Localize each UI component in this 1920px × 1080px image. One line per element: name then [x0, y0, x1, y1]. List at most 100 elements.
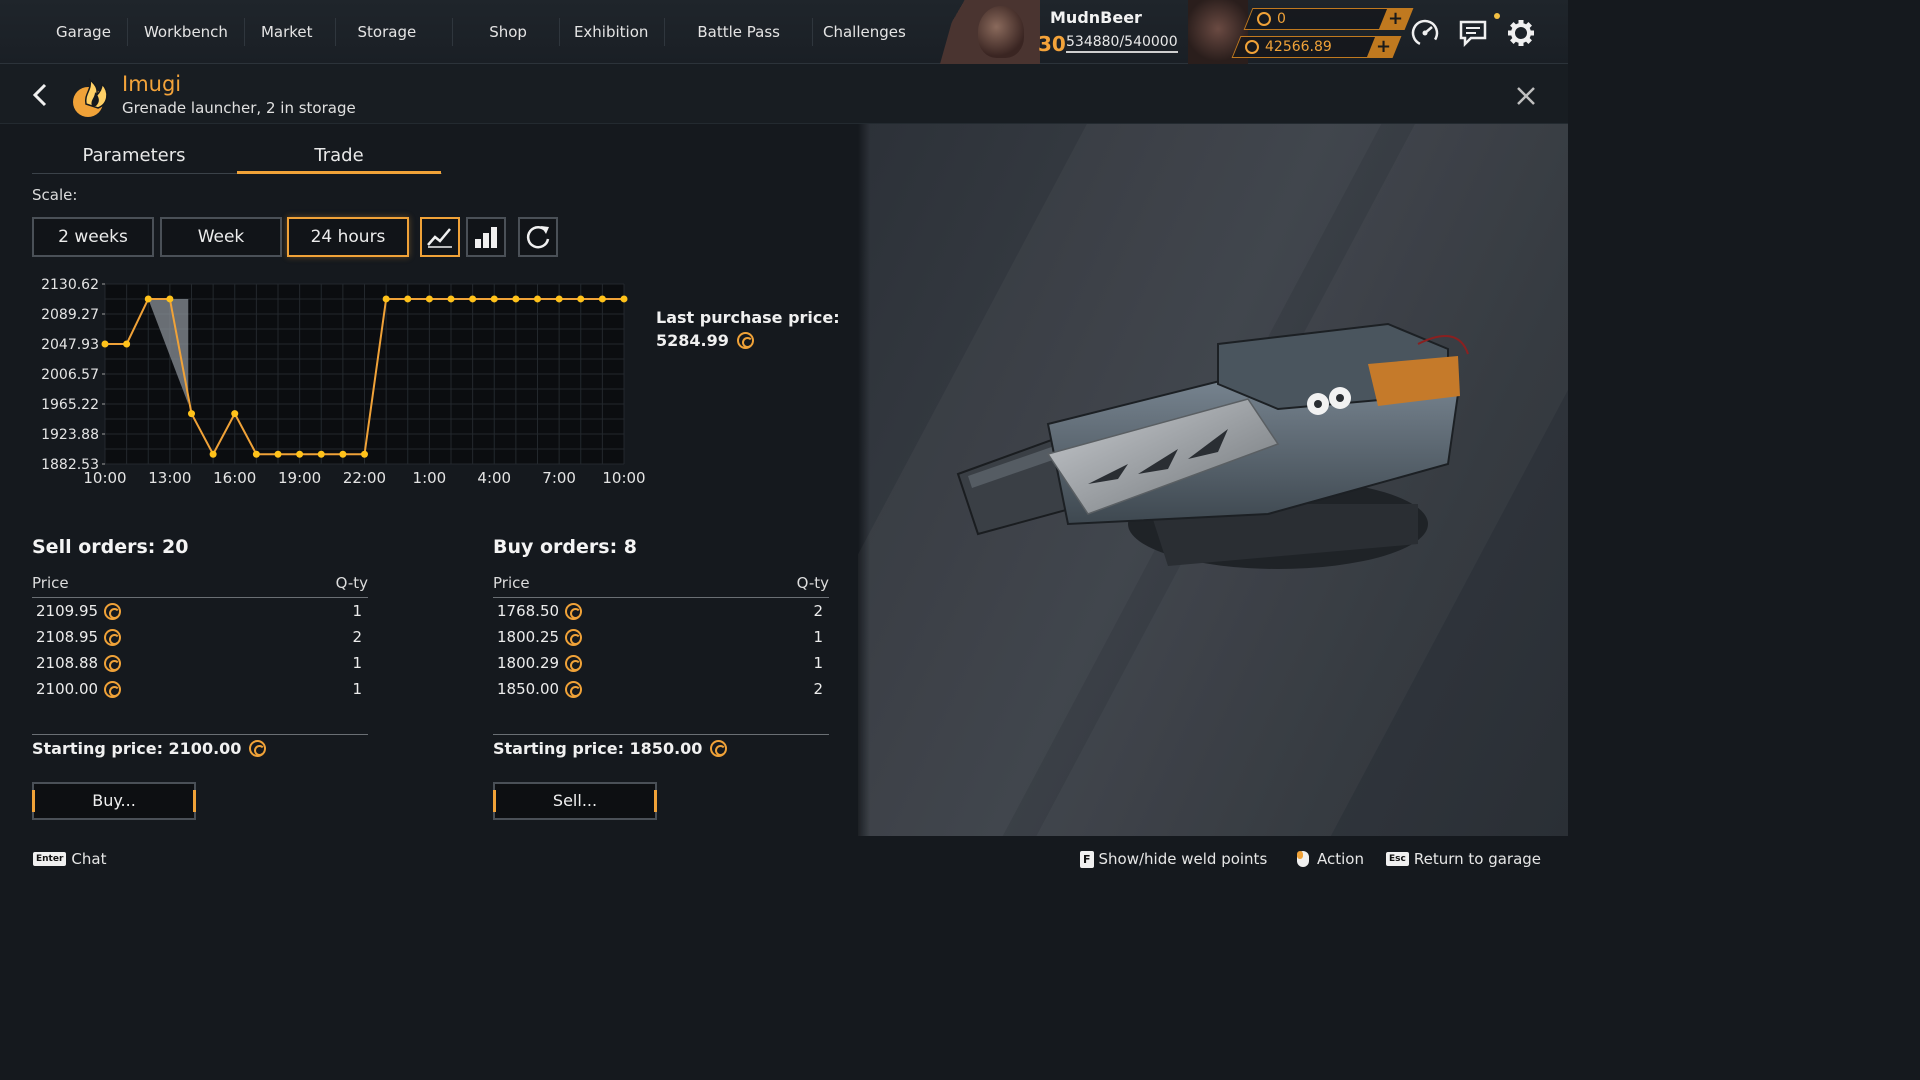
tab-parameters[interactable]: Parameters — [82, 145, 186, 166]
coin-icon — [1245, 40, 1259, 54]
order-price: 1800.29 — [497, 654, 583, 672]
notification-dot — [1494, 13, 1500, 19]
order-price: 2108.95 — [36, 628, 122, 646]
speedometer-icon[interactable] — [1410, 18, 1440, 48]
buy-starting-price: Starting price: 1850.00 — [493, 734, 829, 758]
currency-badges-value: 0 — [1277, 11, 1286, 27]
y-tick-label: 1923.88 — [41, 427, 99, 443]
price-point — [577, 295, 585, 303]
scale-week-button[interactable]: Week — [160, 217, 282, 257]
grenade-launcher-model — [956, 322, 1469, 569]
sell-button[interactable]: Sell... — [493, 782, 657, 820]
coin-icon — [104, 680, 122, 698]
scale-2-weeks-button[interactable]: 2 weeks — [32, 217, 154, 257]
nav-storage[interactable]: Storage — [336, 18, 454, 46]
nav-garage[interactable]: Garage — [40, 18, 128, 46]
qty-header: Q-ty — [335, 574, 368, 592]
price-point — [382, 295, 390, 303]
buy-button[interactable]: Buy... — [32, 782, 196, 820]
badge-coin-icon — [1257, 12, 1271, 26]
order-price: 1850.00 — [497, 680, 583, 698]
back-arrow-icon[interactable] — [28, 80, 54, 110]
refresh-icon — [526, 226, 550, 249]
scale-24-hours-button[interactable]: 24 hours — [287, 217, 409, 257]
buy-order-row[interactable]: 1768.50 2 — [493, 598, 829, 624]
price-point — [101, 340, 109, 348]
chat-bubble-icon[interactable] — [1458, 18, 1488, 48]
return-hint[interactable]: Esc Return to garage — [1386, 850, 1541, 868]
order-price: 1768.50 — [497, 602, 583, 620]
order-qty: 1 — [352, 680, 362, 698]
nav-exhibition[interactable]: Exhibition — [560, 18, 666, 46]
line-chart-button[interactable] — [420, 217, 460, 257]
order-price-value: 2109.95 — [36, 602, 99, 620]
price-point — [296, 450, 304, 458]
order-qty: 2 — [813, 680, 823, 698]
footer-hints: Enter Chat F Show/hide weld points Actio… — [0, 836, 1568, 882]
price-point — [144, 295, 152, 303]
tab-trade[interactable]: Trade — [237, 142, 441, 174]
order-qty: 2 — [813, 602, 823, 620]
order-price-value: 2108.95 — [36, 628, 99, 646]
x-tick-label: 1:00 — [413, 469, 447, 487]
close-icon[interactable] — [1512, 82, 1540, 110]
esc-key-icon: Esc — [1386, 852, 1409, 866]
f-key-icon: F — [1080, 850, 1094, 868]
refresh-button[interactable] — [518, 217, 558, 257]
item-showcase[interactable] — [858, 124, 1568, 836]
chat-label: Chat — [71, 850, 107, 868]
item-subtitle: Grenade launcher, 2 in storage — [122, 99, 356, 117]
price-point — [361, 450, 368, 458]
nav-shop[interactable]: Shop — [453, 18, 560, 46]
return-label: Return to garage — [1413, 850, 1542, 868]
x-tick-label: 19:00 — [278, 469, 321, 487]
x-tick-label: 7:00 — [542, 469, 576, 487]
nav-market[interactable]: Market — [245, 18, 336, 46]
sell-orders-header: Price Q-ty — [32, 574, 368, 598]
coin-icon — [710, 740, 728, 757]
order-qty: 1 — [813, 654, 823, 672]
price-point — [490, 295, 498, 303]
player-portrait[interactable] — [940, 0, 1040, 64]
order-qty: 1 — [813, 628, 823, 646]
price-point — [166, 295, 174, 303]
nav-workbench[interactable]: Workbench — [128, 18, 245, 46]
buy-order-row[interactable]: 1800.29 1 — [493, 650, 829, 676]
nav-battle-pass[interactable]: Battle Pass — [665, 18, 813, 46]
last-purchase-label: Last purchase price: — [656, 308, 840, 327]
price-point — [317, 450, 325, 458]
buy-order-row[interactable]: 1800.25 1 — [493, 624, 829, 650]
price-point — [512, 295, 520, 303]
order-price-value: 2108.88 — [36, 654, 99, 672]
item-tabs: Parameters Trade — [32, 142, 442, 174]
x-tick-label: 10:00 — [83, 469, 126, 487]
price-header: Price — [32, 574, 69, 592]
bar-chart-button[interactable] — [466, 217, 506, 257]
gear-icon[interactable] — [1506, 18, 1536, 48]
chat-hint[interactable]: Enter Chat — [33, 850, 106, 868]
price-point — [231, 410, 239, 418]
buy-order-row[interactable]: 1850.00 2 — [493, 676, 829, 702]
order-price: 1800.25 — [497, 628, 583, 646]
weld-points-hint[interactable]: F Show/hide weld points — [1080, 850, 1267, 868]
nav-challenges[interactable]: Challenges — [823, 23, 906, 41]
action-hint[interactable]: Action — [1296, 850, 1364, 868]
coin-icon — [565, 628, 583, 646]
order-price: 2108.88 — [36, 654, 122, 672]
y-tick-label: 2006.57 — [41, 367, 99, 383]
order-price: 2109.95 — [36, 602, 122, 620]
y-tick-label: 1882.53 — [41, 457, 99, 473]
buy-orders-title: Buy orders: 8 — [493, 536, 638, 558]
qty-header: Q-ty — [796, 574, 829, 592]
price-point — [598, 295, 606, 303]
mouse-icon — [1297, 851, 1309, 867]
price-point — [620, 295, 628, 303]
price-point — [555, 295, 563, 303]
coin-icon — [249, 740, 267, 757]
